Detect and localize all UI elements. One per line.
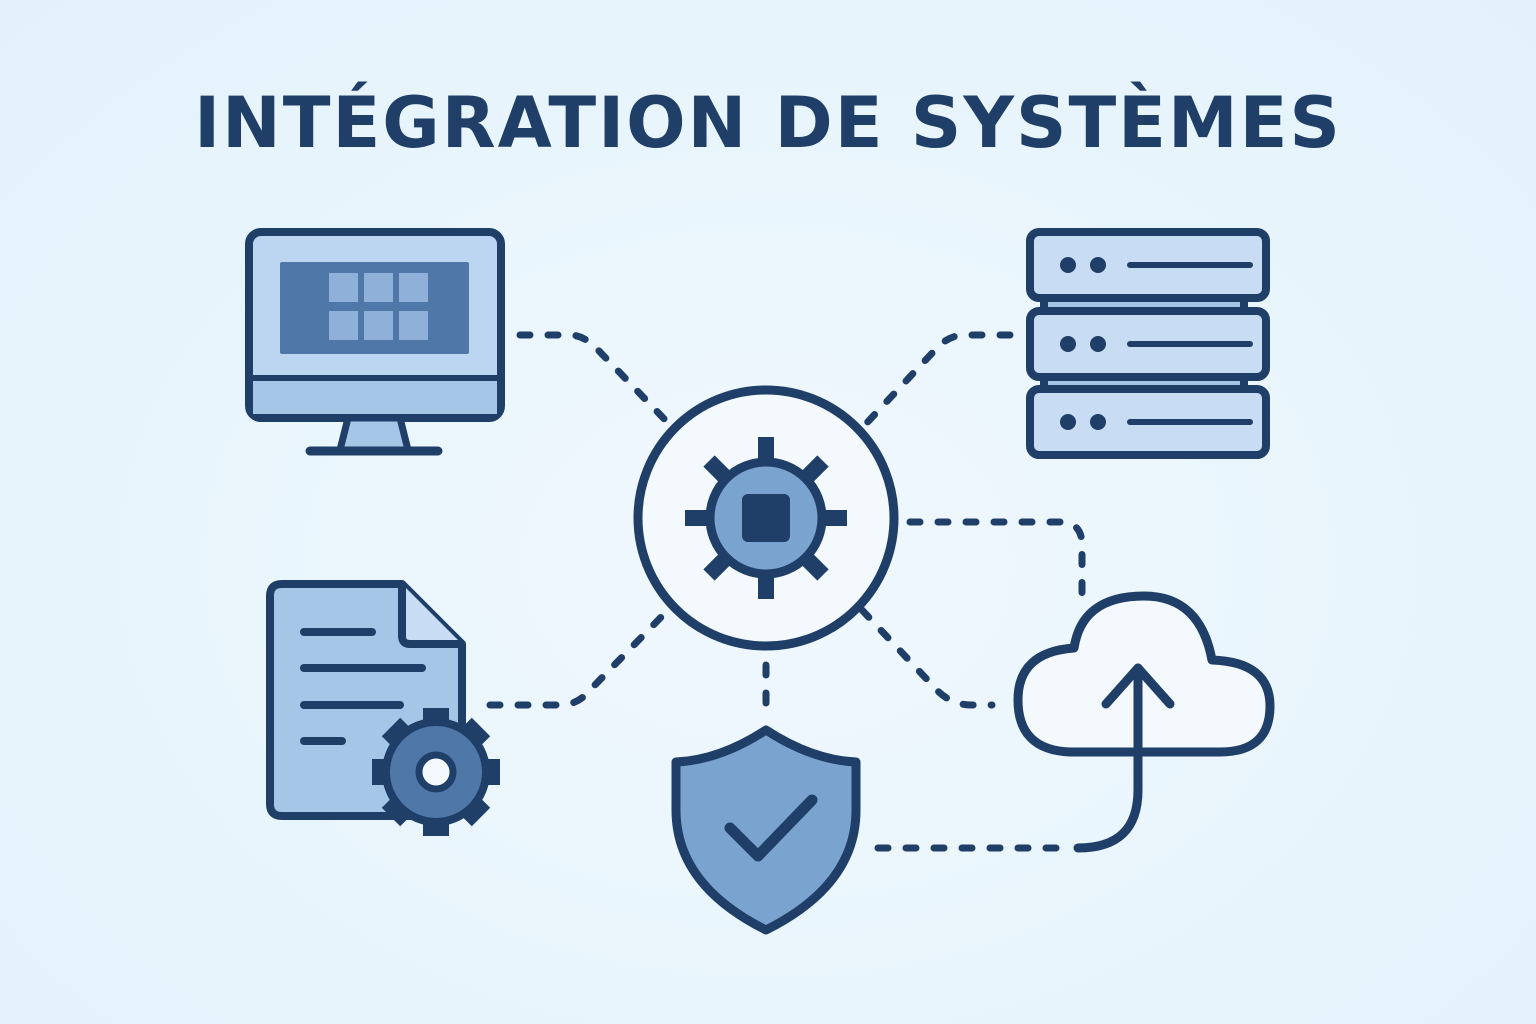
server-rack-icon xyxy=(1026,228,1270,459)
cloud-upload-icon xyxy=(1013,591,1275,853)
connector-hub-cloud-lower xyxy=(858,606,996,709)
server-unit-bottom xyxy=(1026,385,1270,459)
connector-document-hub xyxy=(486,606,672,709)
connector-computer-hub xyxy=(516,331,674,429)
document-settings-icon xyxy=(266,580,500,836)
gear-icon xyxy=(372,708,500,836)
connectors xyxy=(486,331,1086,852)
page-title: INTÉGRATION DE SYSTÈMES xyxy=(194,82,1342,164)
server-unit-top xyxy=(1026,228,1270,302)
server-unit-middle xyxy=(1026,307,1270,381)
shield-check-icon xyxy=(671,725,861,935)
connector-servers-hub xyxy=(858,331,1014,432)
integration-gear-icon xyxy=(685,437,847,599)
desktop-monitor-icon xyxy=(245,228,505,456)
connector-hub-cloud-upper xyxy=(906,518,1086,609)
hub-node xyxy=(633,385,899,651)
